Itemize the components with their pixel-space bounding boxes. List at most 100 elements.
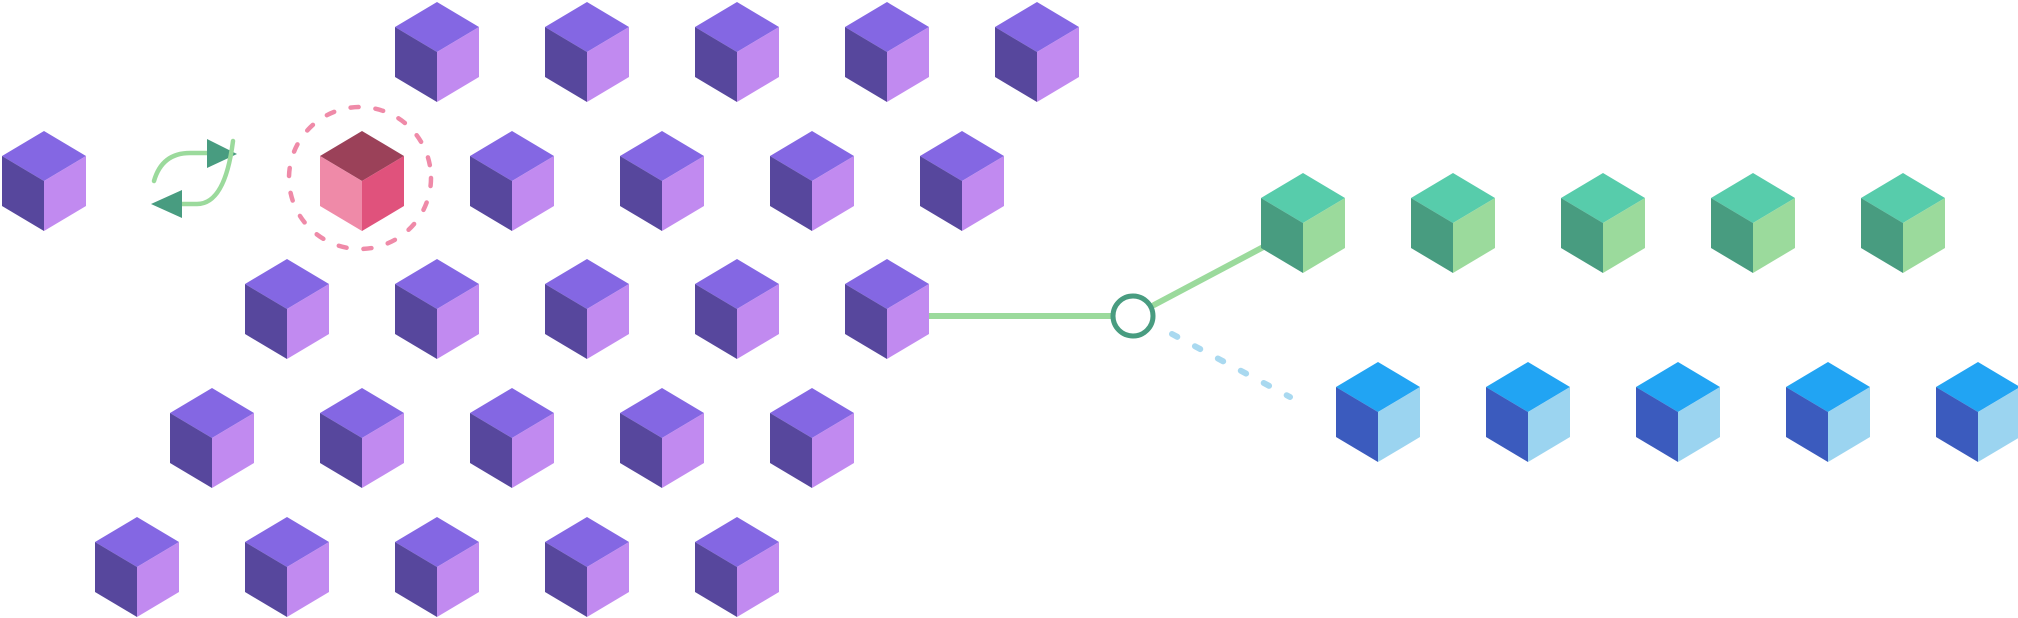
cube-right-face: [662, 156, 704, 231]
purple-block: [545, 517, 629, 617]
purple-block: [995, 2, 1079, 102]
green-block: [1711, 173, 1795, 273]
cube-left-face: [2, 156, 44, 231]
cube-right-face: [587, 284, 629, 359]
purple-block: [95, 517, 179, 617]
purple-block: [695, 517, 779, 617]
purple-block: [545, 259, 629, 359]
cube-right-face: [662, 413, 704, 488]
cube-right-face: [362, 413, 404, 488]
cube-left-face: [320, 413, 362, 488]
cube-right-face: [137, 542, 179, 617]
cube-left-face: [1636, 387, 1678, 462]
cube-right-face: [1603, 198, 1645, 273]
cube-left-face: [395, 27, 437, 102]
green-block: [1561, 173, 1645, 273]
cube-left-face: [1561, 198, 1603, 273]
cube-right-face: [1378, 387, 1420, 462]
cube-right-face: [512, 156, 554, 231]
cube-left-face: [770, 156, 812, 231]
cube-right-face: [1453, 198, 1495, 273]
purple-block: [395, 517, 479, 617]
cube-left-face: [1936, 387, 1978, 462]
purple-block: [770, 131, 854, 231]
cube-left-face: [545, 284, 587, 359]
cube-right-face: [287, 542, 329, 617]
cube-left-face: [170, 413, 212, 488]
cube-left-face: [620, 413, 662, 488]
cube-left-face: [545, 542, 587, 617]
purple-block: [620, 388, 704, 488]
green-block: [1861, 173, 1945, 273]
cube-right-face: [1753, 198, 1795, 273]
cube-left-face: [770, 413, 812, 488]
cube-right-face: [887, 284, 929, 359]
cube-right-face: [1037, 27, 1079, 102]
cube-left-face: [395, 542, 437, 617]
blue-block: [1786, 362, 1870, 462]
cube-right-face: [437, 27, 479, 102]
purple-block: [770, 388, 854, 488]
cube-left-face: [1861, 198, 1903, 273]
selection-ring: [286, 104, 434, 252]
purple-block: [845, 2, 929, 102]
cube-right-face: [1528, 387, 1570, 462]
green-block: [1411, 173, 1495, 273]
cube-right-face: [1903, 198, 1945, 273]
cube-left-face: [1336, 387, 1378, 462]
cube-right-face: [812, 156, 854, 231]
cube-right-face: [44, 156, 86, 231]
green-block: [1261, 173, 1345, 273]
highlighted-block: [320, 131, 404, 231]
cube-left-face: [470, 413, 512, 488]
cube-left-face: [395, 284, 437, 359]
purple-block: [320, 388, 404, 488]
purple-block: [920, 131, 1004, 231]
cube-left-face: [695, 284, 737, 359]
cube-right-face: [1303, 198, 1345, 273]
cube-right-face: [512, 413, 554, 488]
cube-left-face: [470, 156, 512, 231]
cube-left-face: [1786, 387, 1828, 462]
overlays: [151, 104, 1156, 339]
cube-left-face: [95, 542, 137, 617]
cube-left-face: [995, 27, 1037, 102]
cube-left-face: [1486, 387, 1528, 462]
cube-left-face: [620, 156, 662, 231]
purple-block: [695, 259, 779, 359]
purple-block: [470, 131, 554, 231]
cube-right-face: [362, 156, 404, 231]
cube-right-face: [1828, 387, 1870, 462]
purple-block: [470, 388, 554, 488]
purple-block: [845, 259, 929, 359]
purple-block: [245, 517, 329, 617]
sync-arrows-icon: [151, 138, 237, 218]
blue-block: [1486, 362, 1570, 462]
cube-left-face: [1411, 198, 1453, 273]
purple-block: [395, 259, 479, 359]
purple-block: [695, 2, 779, 102]
blue-branch-link: [1169, 331, 1293, 400]
purple-block: [245, 259, 329, 359]
purple-block: [620, 131, 704, 231]
cube-left-face: [920, 156, 962, 231]
cube-right-face: [1678, 387, 1720, 462]
cube-left-face: [695, 542, 737, 617]
purple-block: [170, 388, 254, 488]
cube-right-face: [587, 542, 629, 617]
cube-right-face: [437, 542, 479, 617]
cube-right-face: [737, 27, 779, 102]
cube-right-face: [212, 413, 254, 488]
cube-left-face: [1261, 198, 1303, 273]
cube-right-face: [887, 27, 929, 102]
cube-left-face: [545, 27, 587, 102]
cube-right-face: [587, 27, 629, 102]
cube-left-face: [695, 27, 737, 102]
cube-right-face: [812, 413, 854, 488]
cube-left-face: [245, 542, 287, 617]
cube-right-face: [1978, 388, 2018, 462]
cube-right-face: [737, 542, 779, 617]
